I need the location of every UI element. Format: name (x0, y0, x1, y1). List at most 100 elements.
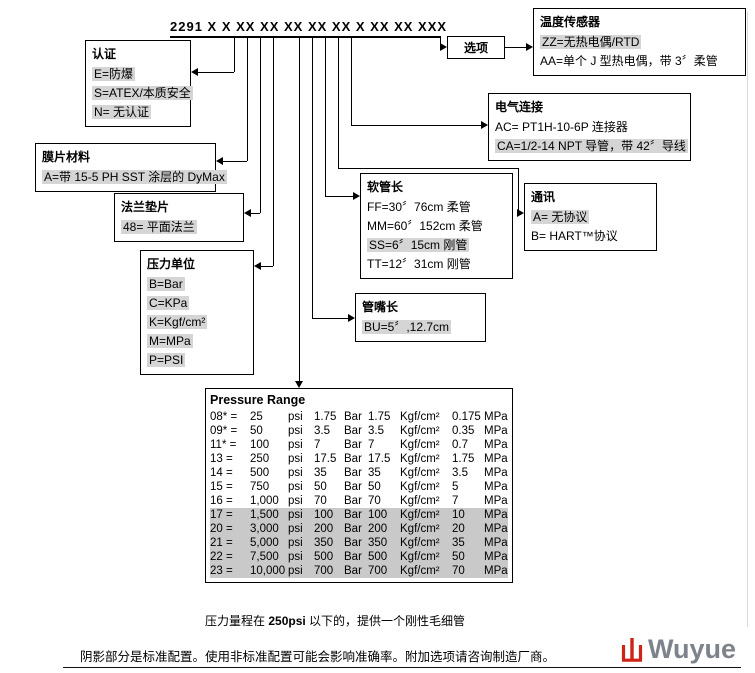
arrow-left-icon (216, 157, 223, 165)
table-cell: 700 (314, 565, 334, 577)
table-cell: 25 (250, 411, 263, 423)
table-cell: 1.75 (368, 411, 391, 423)
table-cell: Kgf/cm² (400, 523, 440, 535)
option-list: A=带 15-5 PH SST 涂层的 DyMax (42, 168, 227, 187)
table-cell: 1,000 (250, 495, 279, 507)
table-cell: psi (288, 509, 303, 521)
table-cell: 70 (314, 495, 327, 507)
table-cell: 0.175 (452, 411, 481, 423)
table-cell: MPa (484, 509, 508, 521)
mountain-icon (621, 637, 643, 662)
table-cell: 100 (368, 509, 388, 521)
connector-line (325, 196, 353, 197)
table-cell: psi (288, 467, 303, 479)
table-cell: 1.75 (452, 453, 475, 465)
table-cell: 09* = (210, 425, 238, 437)
table-cell: 7 (314, 439, 321, 451)
table-cell: 7,500 (250, 551, 279, 563)
table-cell: 5,000 (250, 537, 279, 549)
capillary-note-suffix: 以下的，提供一个刚性毛细管 (305, 614, 466, 628)
table-cell: 16 = (210, 495, 233, 507)
table-cell: 7 (368, 439, 375, 451)
table-cell: 3.5 (314, 425, 330, 437)
box-title: 认证 (92, 47, 117, 61)
table-cell: 100 (314, 509, 334, 521)
table-cell: 14 = (210, 467, 233, 479)
table-cell: MPa (484, 495, 508, 507)
box-title: 选项 (463, 41, 488, 55)
table-cell: 3,000 (250, 523, 279, 535)
capillary-note: 压力量程在 250psi 以下的，提供一个刚性毛细管 (205, 612, 465, 629)
option-item: E=防爆 (92, 67, 136, 81)
table-cell: Bar (344, 523, 362, 535)
option-item: A= 无协议 (531, 210, 590, 224)
table-cell: 350 (368, 537, 388, 549)
box-title: 温度传感器 (540, 15, 601, 29)
capillary-note-prefix: 压力量程在 (205, 614, 269, 628)
connector-line (312, 318, 348, 319)
box-diaphragm-material: 膜片材料 A=带 15-5 PH SST 涂层的 DyMax (35, 143, 227, 192)
table-cell: psi (288, 425, 303, 437)
table-cell: 11* = (210, 439, 237, 451)
option-item: SS=6〞15cm 刚管 (367, 238, 470, 252)
table-cell: psi (288, 481, 303, 493)
table-cell: 50 (368, 481, 381, 493)
table-cell: 20 (452, 523, 465, 535)
connector-line (338, 168, 518, 169)
option-item: MM=60〞152cm 柔管 (367, 219, 483, 233)
connector-line (312, 37, 313, 318)
table-cell: MPa (484, 523, 508, 535)
table-cell: 13 = (210, 453, 233, 465)
arrow-down-icon (295, 381, 303, 388)
table-cell: Bar (344, 411, 362, 423)
table-cell: Bar (344, 425, 362, 437)
table-cell: psi (288, 495, 303, 507)
table-cell: 35 (452, 537, 465, 549)
box-options-selector: 选项 (447, 36, 505, 59)
table-cell: Bar (344, 551, 362, 563)
arrow-right-icon (348, 314, 355, 322)
connector-line (518, 168, 519, 213)
arrow-right-icon (526, 43, 533, 51)
connector-line (505, 47, 526, 48)
table-cell: 3.5 (368, 425, 384, 437)
option-item: AA=单个 J 型热电偶，带 3〞柔管 (540, 54, 718, 68)
table-cell: Kgf/cm² (400, 481, 440, 493)
footer-note: 阴影部分是标准配置。使用非标准配置可能会影响准确率。附加选项请咨询制造厂商。 (80, 650, 556, 664)
box-nozzle-length: 管嘴长 BU=5〞,12.7cm (355, 293, 486, 342)
table-cell: 23 = (210, 565, 233, 577)
arrow-right-icon (353, 192, 360, 200)
table-cell: psi (288, 411, 303, 423)
connector-line (198, 72, 234, 73)
connector-line (299, 37, 300, 382)
capillary-note-range: 250psi (268, 614, 306, 628)
table-cell: 10 (452, 509, 465, 521)
table-cell: 200 (368, 523, 388, 535)
option-item: N= 无认证 (92, 105, 152, 119)
table-cell: 50 (314, 481, 327, 493)
arrow-left-icon (191, 68, 198, 76)
connector-line (223, 161, 247, 162)
table-cell: 22 = (210, 551, 233, 563)
table-cell: 7 (452, 495, 459, 507)
table-cell: 1,500 (250, 509, 279, 521)
table-cell: Kgf/cm² (400, 411, 440, 423)
table-cell: 350 (314, 537, 334, 549)
box-title: 通讯 (531, 190, 556, 204)
connector-line (247, 37, 248, 161)
table-cell: 3.5 (452, 467, 468, 479)
